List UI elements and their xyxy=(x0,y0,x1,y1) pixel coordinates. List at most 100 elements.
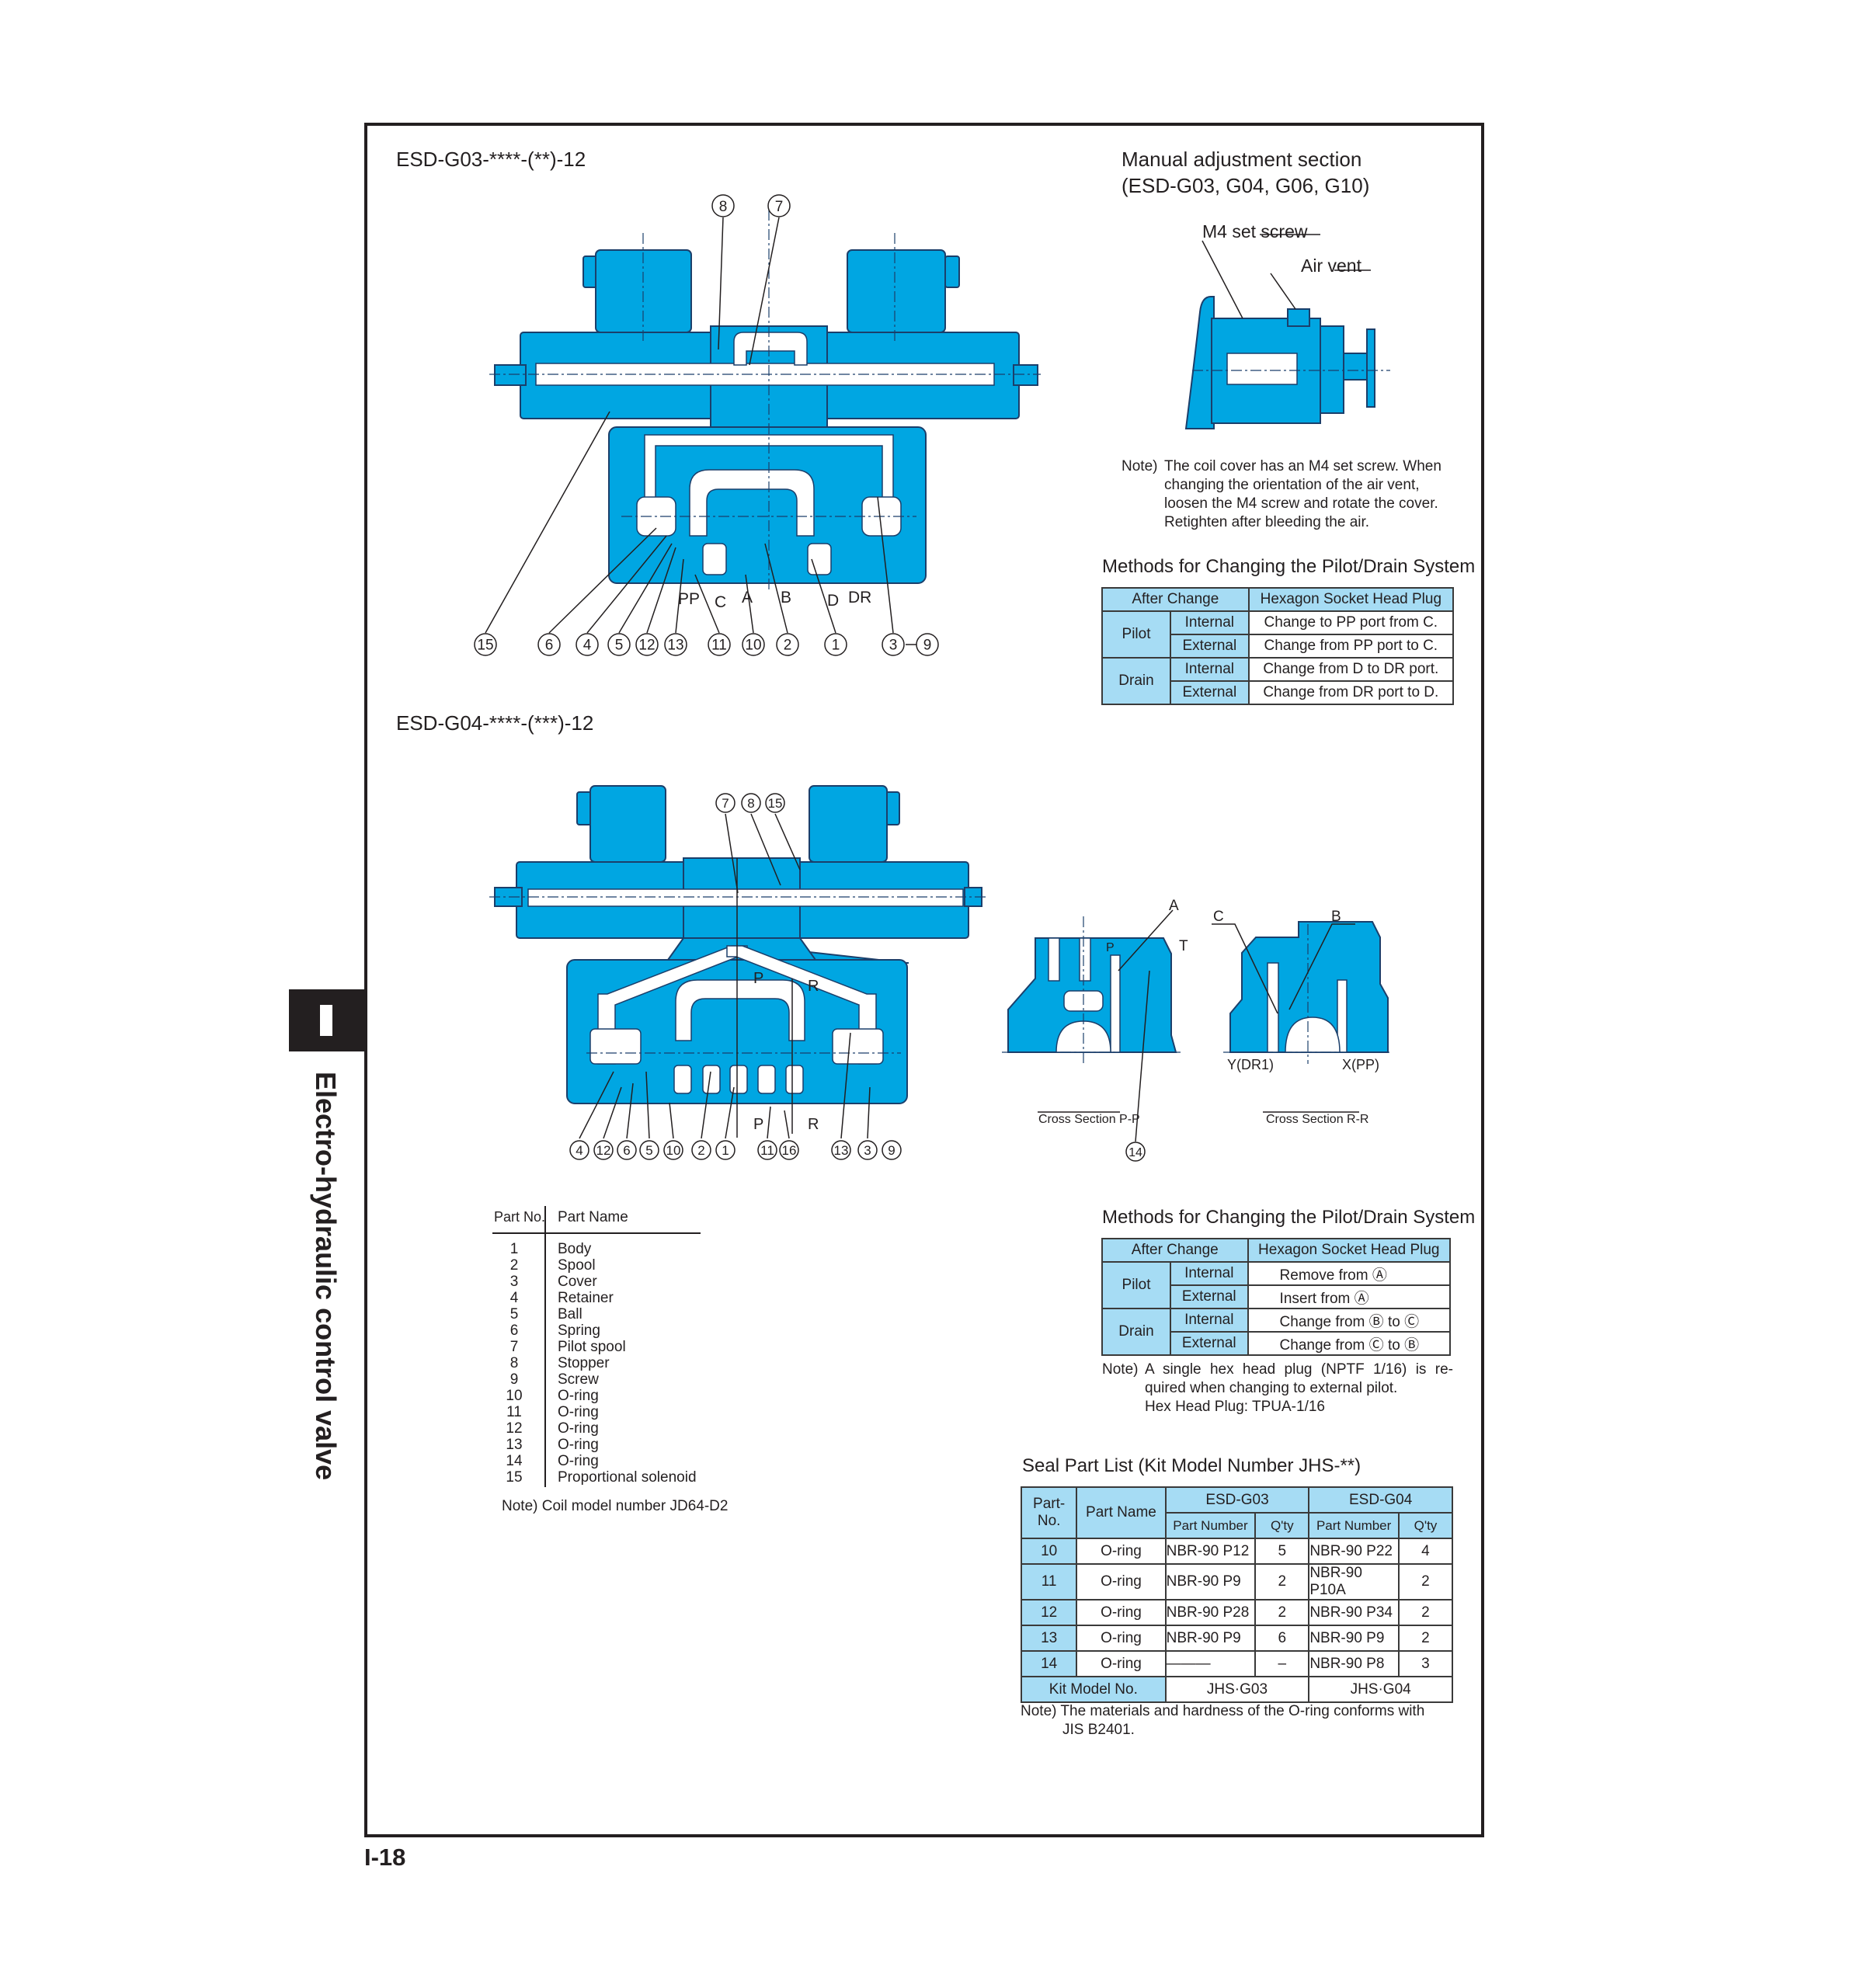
parts-header-rule xyxy=(492,1232,701,1234)
part-no: 11 xyxy=(1020,1563,1078,1600)
note-lead: Note) xyxy=(1122,458,1158,474)
note-line: Note) The materials and hardness of the … xyxy=(1021,1703,1425,1719)
g04-qty: 2 xyxy=(1397,1563,1454,1600)
callout-circle xyxy=(779,1140,799,1160)
part-no: 13 xyxy=(506,1437,523,1453)
callout-circle xyxy=(537,633,561,656)
group-pilot: Pilot xyxy=(1101,610,1171,659)
mark-p-top: P xyxy=(753,970,763,987)
manual-adjustment-drawing: M4 set screw Air vent xyxy=(1184,221,1390,429)
header-after-change: After Change xyxy=(1101,1238,1249,1263)
part-no: 3 xyxy=(509,1274,519,1290)
mode-cell: Internal xyxy=(1170,1308,1249,1333)
g03-qty: 6 xyxy=(1254,1625,1310,1652)
header-plug: Hexagon Socket Head Plug xyxy=(1247,1238,1452,1263)
value-cell: Insert from Ⓐ xyxy=(1247,1284,1452,1309)
callout-number: 4 xyxy=(576,1143,582,1158)
callout-circle xyxy=(576,633,599,656)
callout-number: 12 xyxy=(638,638,655,654)
parts-header-no: Part No. xyxy=(494,1209,546,1225)
parts-header-name: Part Name xyxy=(558,1209,628,1225)
g04-part-number: NBR-90 P9 xyxy=(1308,1625,1400,1652)
part-no: 15 xyxy=(506,1469,523,1486)
chapter-tab xyxy=(289,989,364,1051)
callout-7: 7 xyxy=(722,796,729,811)
callout-number: 5 xyxy=(645,1143,652,1158)
header-g04: ESD-G04 xyxy=(1308,1486,1453,1514)
value-cell: Change from PP port to C. xyxy=(1247,634,1455,659)
header-part-no: Part-No. xyxy=(1020,1486,1078,1539)
part-name: O-ring xyxy=(558,1453,599,1469)
part-name: Ball xyxy=(558,1306,582,1322)
part-name: O-ring xyxy=(1076,1538,1167,1565)
seal-note: Note) The materials and hardness of the … xyxy=(1021,1702,1463,1740)
manual-section-title: Manual adjustment section (ESD-G03, G04,… xyxy=(1122,146,1369,199)
manual-title-line2: (ESD-G03, G04, G06, G10) xyxy=(1122,174,1370,197)
cross-section-rr: C B Y(DR1) X(PP) Cross Section R-R xyxy=(1212,909,1390,1126)
header-part-name: Part Name xyxy=(1076,1486,1167,1539)
label-x-pp: X(PP) xyxy=(1342,1057,1379,1072)
mode-cell: External xyxy=(1170,680,1250,705)
port-a: A xyxy=(742,589,753,606)
callout-number: 6 xyxy=(623,1143,630,1158)
callout-number: 2 xyxy=(697,1143,704,1158)
callout-8: 8 xyxy=(719,199,728,215)
value-cell: Change to PP port from C. xyxy=(1247,610,1455,635)
callout-number: 9 xyxy=(888,1143,895,1158)
mode-cell: Internal xyxy=(1170,657,1250,682)
diagram2-title: ESD-G04-****-(***)-12 xyxy=(396,711,594,735)
part-name: Spool xyxy=(558,1257,596,1274)
g04-part-number: NBR-90 P34 xyxy=(1308,1599,1400,1626)
part-name: Body xyxy=(558,1241,592,1257)
part-no: 5 xyxy=(509,1306,519,1322)
port-b: B xyxy=(781,589,791,606)
callout-7: 7 xyxy=(775,199,784,215)
g04-qty: 3 xyxy=(1397,1650,1454,1677)
callout-circle xyxy=(857,1140,878,1160)
part-name: Retainer xyxy=(558,1290,614,1306)
mode-cell: Internal xyxy=(1170,610,1250,635)
callout-number: 11 xyxy=(711,638,727,654)
part-no: 12 xyxy=(506,1420,523,1437)
callout-15: 15 xyxy=(768,796,783,811)
parts-note: Note) Coil model number JD64-D2 xyxy=(502,1498,729,1514)
part-name: O-ring xyxy=(558,1437,599,1453)
part-no: 7 xyxy=(509,1339,519,1355)
callout-number: 16 xyxy=(782,1143,797,1158)
g03-qty: 2 xyxy=(1254,1563,1310,1600)
header-qty: Q'ty xyxy=(1254,1512,1310,1539)
callout-number: 1 xyxy=(832,638,840,654)
label-cross-section-pp: Cross Section P-P xyxy=(1038,1113,1140,1126)
g03-part-number: NBR-90 P9 xyxy=(1164,1563,1257,1600)
header-part-number: Part Number xyxy=(1164,1512,1257,1539)
g03-part-number: NBR-90 P12 xyxy=(1164,1538,1257,1565)
callout-number: 11 xyxy=(760,1143,774,1158)
callout-circle xyxy=(831,1140,851,1160)
header-qty: Q'ty xyxy=(1397,1512,1454,1539)
callout-circle xyxy=(607,633,631,656)
port-dr: DR xyxy=(848,589,871,606)
g03-qty: 5 xyxy=(1254,1538,1310,1565)
note-line: Hex Head Plug: TPUA-1/16 xyxy=(1145,1399,1325,1415)
label-a: A xyxy=(1169,898,1179,914)
mark-r-bottom: R xyxy=(808,1116,819,1133)
label-cross-section-rr: Cross Section R-R xyxy=(1266,1113,1368,1126)
callout-circle xyxy=(882,1140,902,1160)
port-labels: PP C A B D DR xyxy=(678,589,871,611)
part-name: O-ring xyxy=(1076,1563,1167,1600)
g04-part-number: NBR-90 P22 xyxy=(1308,1538,1400,1565)
